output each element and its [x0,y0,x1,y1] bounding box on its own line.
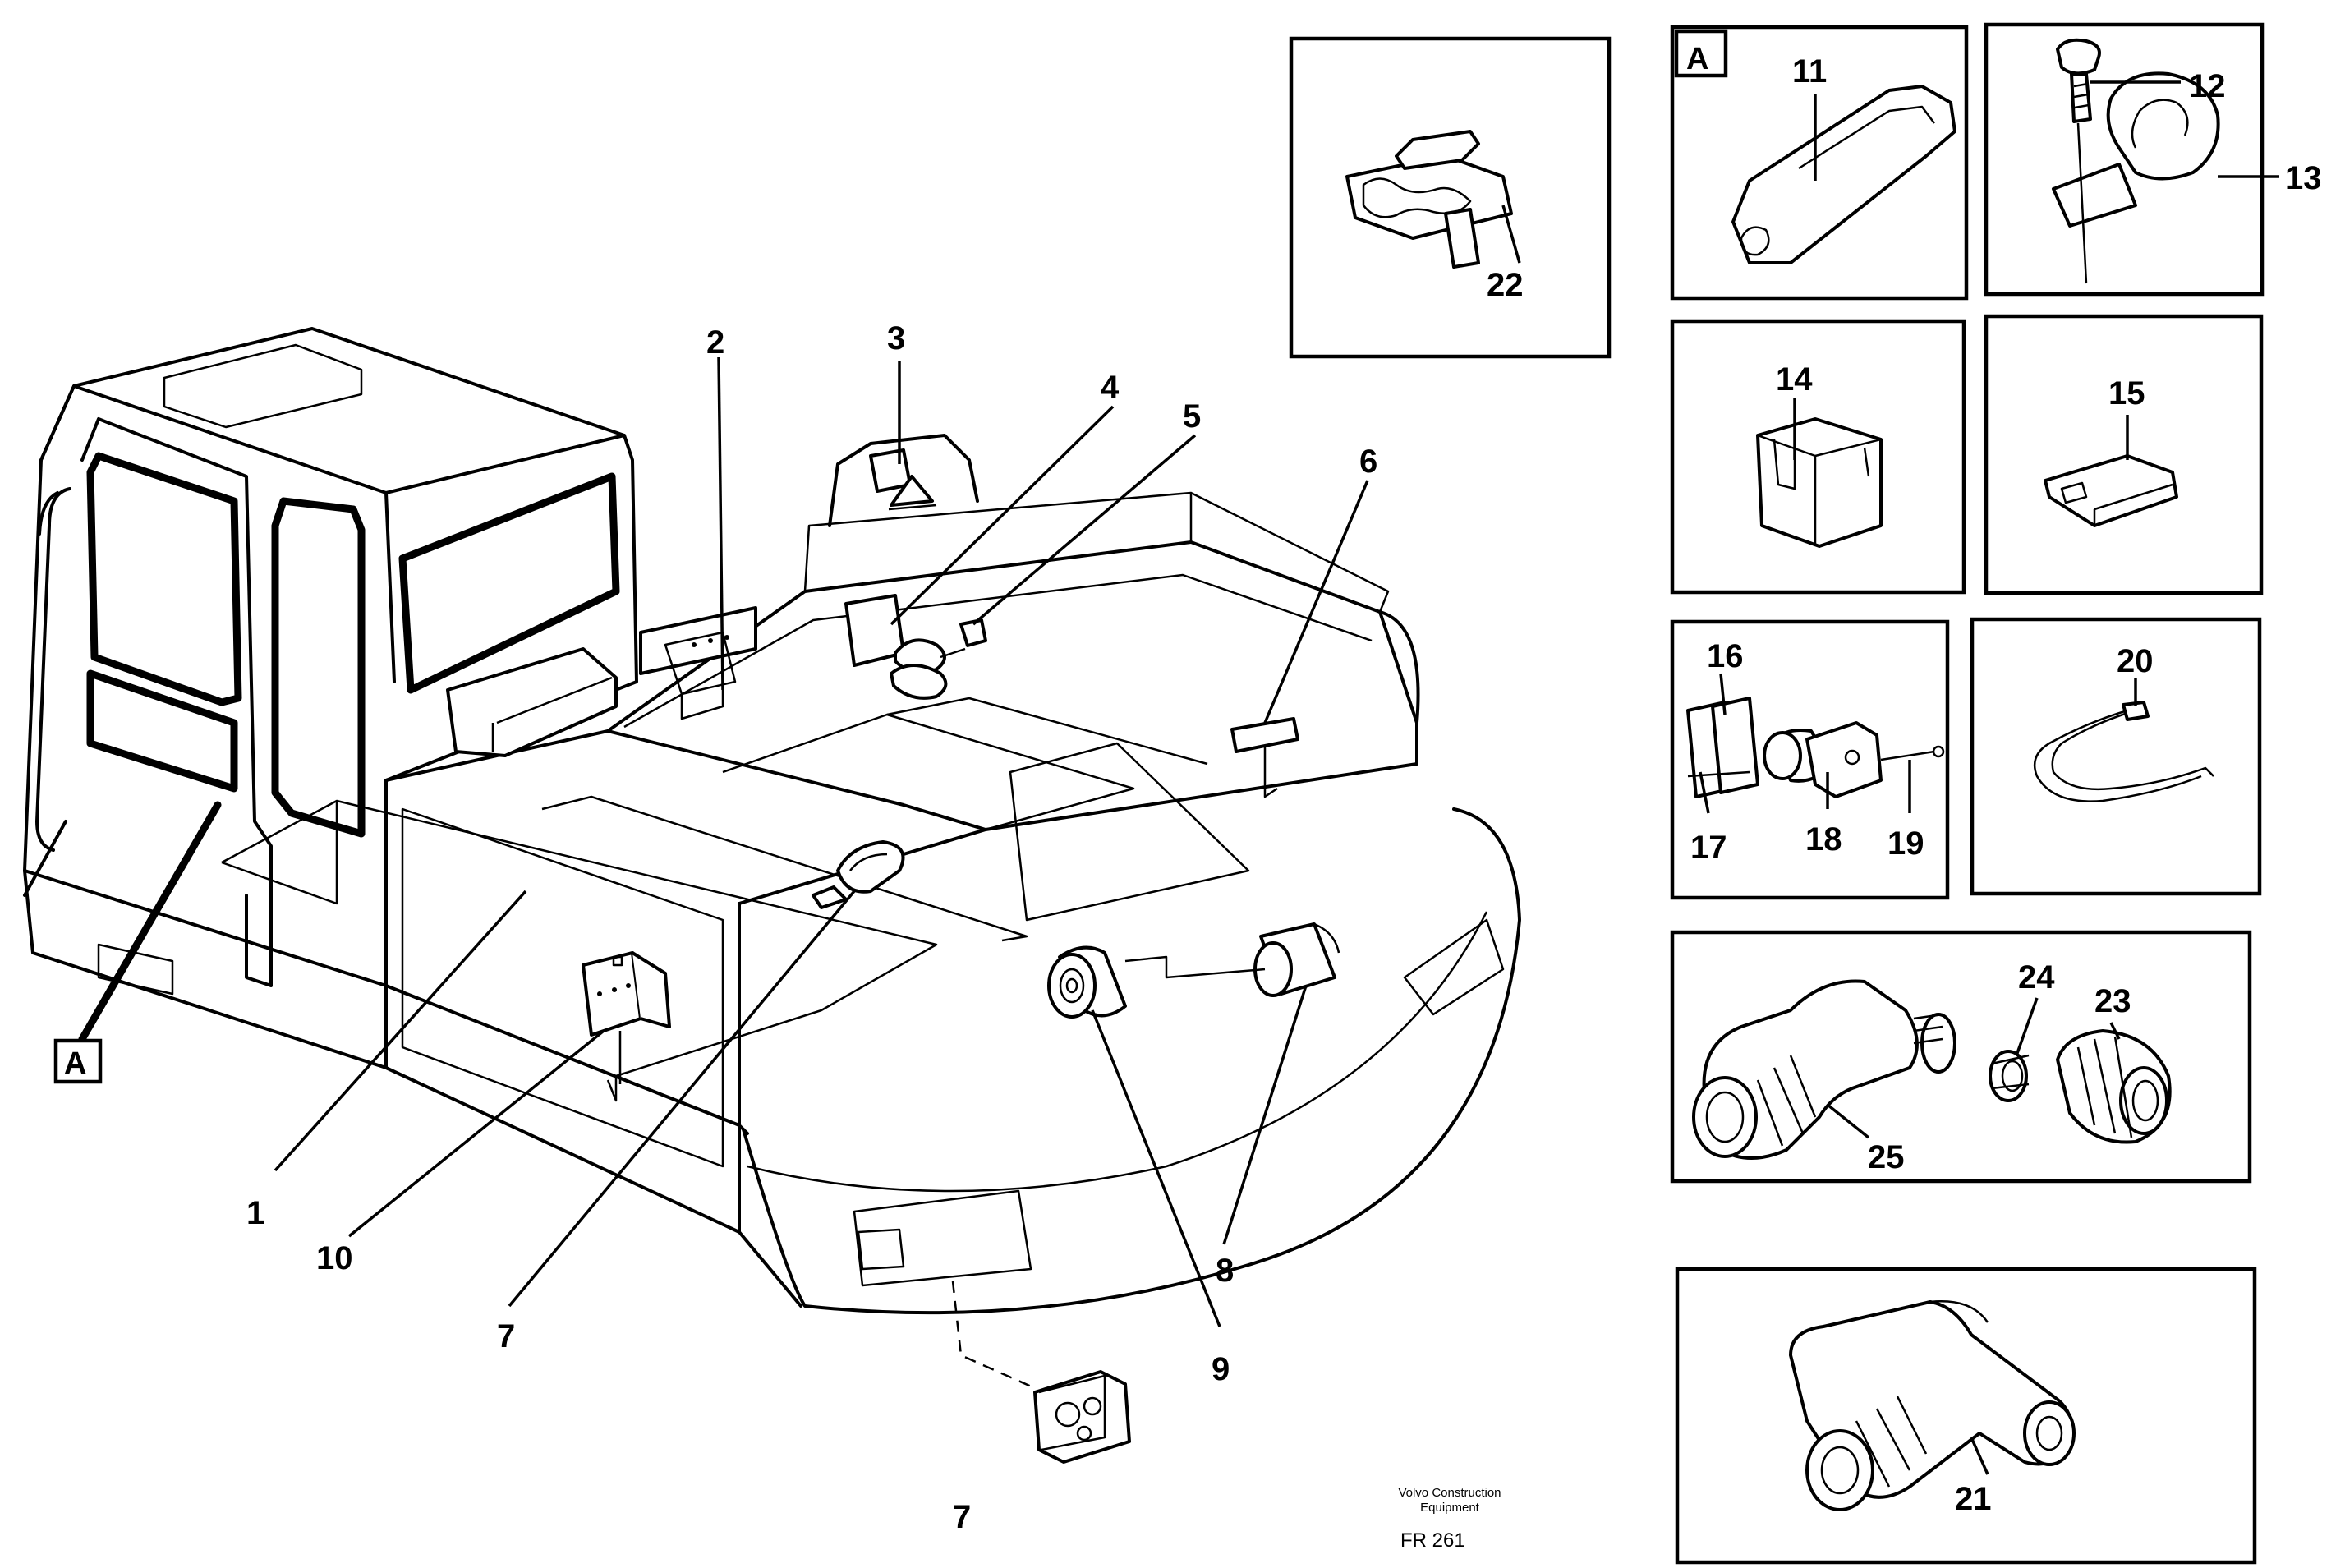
work-lamp-lower [951,1281,1131,1464]
relay-box [639,606,757,720]
callout-18: 18 [1805,821,1842,858]
callout-4: 4 [1101,370,1120,406]
callout-2: 2 [706,324,724,361]
callout-14: 14 [1776,361,1813,398]
callout-16: 16 [1707,638,1744,674]
figure-footer: Volvo Construction Equipment FR 261 [1398,1486,1501,1552]
callout-22: 22 [1487,267,1524,303]
callout-10: 10 [316,1240,353,1276]
callout-6: 6 [1359,444,1377,480]
callout-21: 21 [1955,1481,1992,1517]
leader-lines [274,356,1369,1327]
callout-9: 9 [1212,1351,1230,1387]
detail-panel-21 [1675,1267,2257,1565]
callout-25: 25 [1868,1139,1905,1175]
excavator-upper-structure [23,327,1521,1464]
detail-panel-20 [1970,617,2262,896]
callout-17: 17 [1690,830,1727,866]
callout-11: 11 [1792,53,1827,90]
detail-panel-15 [1984,314,2264,595]
maker-line-2: Equipment [1420,1501,1480,1515]
detail-reference-main: A [53,1038,103,1084]
maker-line-1: Volvo Construction [1398,1486,1501,1500]
callout-15: 15 [2108,375,2145,412]
side-cylinder-9 [1047,945,1127,1019]
detail-panel-23-25 [1670,930,2252,1184]
callout-5: 5 [1183,398,1201,435]
callout-12: 12 [2189,68,2226,104]
callout-3: 3 [887,320,905,356]
detail-panel-11 [1670,25,1969,301]
detail-panel-16-19 [1670,619,1950,900]
callout-8: 8 [1216,1253,1234,1289]
detail-letter-panel: A [1686,42,1708,76]
switch-box [582,951,671,1084]
callout-24: 24 [2018,959,2055,996]
hood-connector [1230,717,1299,753]
detail-panel-12-13 [1984,22,2279,297]
callout-19: 19 [1887,825,1924,862]
side-cylinder-8 [1124,922,1340,997]
detail-panel-22 [1289,36,1612,359]
callout-7-lower: 7 [953,1499,971,1535]
callout-labels: 2 3 4 5 6 1 10 7 8 9 7 22 11 12 13 14 15… [246,53,2322,1535]
operator-cab [23,327,638,1043]
callout-20: 20 [2117,643,2154,679]
work-lamp-housing [446,647,618,757]
detail-letter-main: A [64,1046,86,1081]
horn-assembly [844,594,987,700]
detail-panel-14 [1670,319,1966,595]
callout-1: 1 [246,1195,264,1231]
callout-13: 13 [2285,160,2322,196]
work-lamp-upper [812,840,905,909]
figure-code: FR 261 [1400,1529,1465,1552]
callout-7-upper: 7 [497,1318,515,1354]
callout-23: 23 [2094,983,2131,1019]
